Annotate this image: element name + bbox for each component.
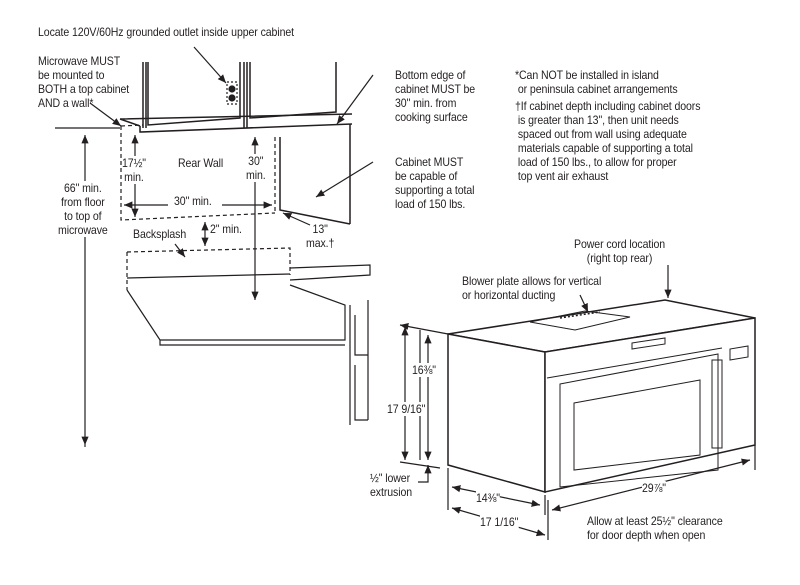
backsplash-label: Backsplash (133, 227, 187, 241)
upper-cabinet (119, 62, 353, 133)
countertop (126, 247, 371, 346)
outlet-leader (193, 46, 227, 84)
dim-29-7-8-label: 29⅞" (642, 481, 666, 495)
gap-2-label: 2" min. (210, 222, 242, 236)
depth-17-5-label: 17½"min. (122, 156, 146, 184)
depth-13-label: 13"max.† (306, 222, 335, 250)
depth-note: †If cabinet depth including cabinet door… (515, 99, 701, 183)
dim-17-9-16-label: 17 9/16" (387, 402, 426, 416)
microwave (447, 299, 756, 493)
width-30-label: 30" min. (174, 194, 212, 208)
outlet-note: Locate 120V/60Hz grounded outlet inside … (38, 25, 295, 39)
cabinet-side (279, 124, 351, 225)
lower-cabinet (84, 300, 369, 447)
power-cord-note: Power cord location(right top rear) (574, 237, 666, 265)
dim-14-3-8-label: 14⅜" (476, 491, 500, 505)
dim-16-3-8-label: 16⅜" (412, 363, 436, 377)
rear-wall-label: Rear Wall (178, 156, 224, 170)
outlet-icon (226, 81, 238, 105)
height-30-label: 30"min. (246, 154, 266, 182)
island-note: *Can NOT be installed in island or penin… (515, 68, 678, 96)
mount-leader (89, 102, 122, 127)
dim-17-1-16-label: 17 1/16" (480, 515, 519, 529)
